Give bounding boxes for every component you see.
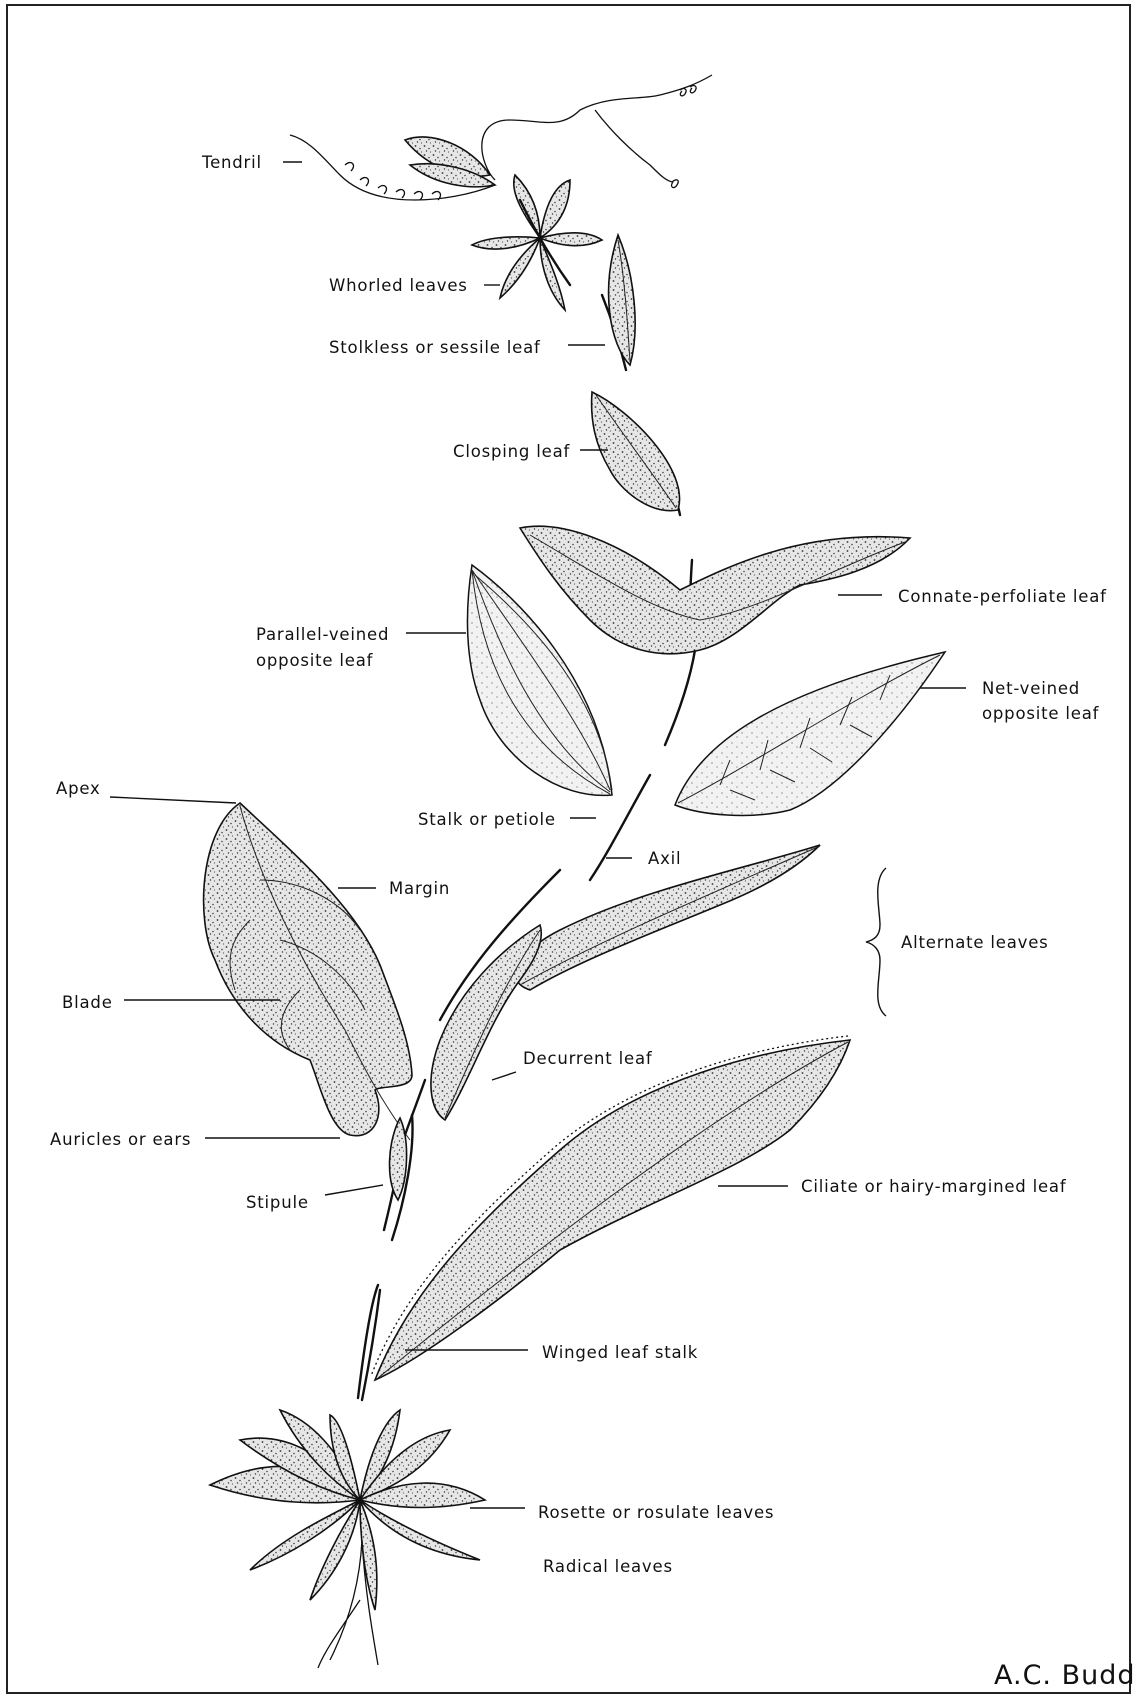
label-winged-stalk: Winged leaf stalk — [542, 1343, 698, 1362]
label-parallel-veined-2: opposite leaf — [256, 651, 374, 670]
label-net-veined-2: opposite leaf — [982, 704, 1100, 723]
clasping-leaf-illustration — [592, 392, 680, 511]
rosette-leaves-illustration — [210, 1410, 485, 1668]
label-clasping-leaf: Closping leaf — [453, 442, 570, 461]
label-auricles: Auricles or ears — [50, 1130, 191, 1149]
label-petiole: Stalk or petiole — [418, 810, 556, 829]
label-sessile-leaf: Stolkless or sessile leaf — [329, 338, 541, 357]
stipule-illustration — [390, 1115, 413, 1240]
label-decurrent-leaf: Decurrent leaf — [523, 1049, 653, 1068]
whorled-leaves-illustration — [472, 175, 602, 310]
blade-leaf-illustration — [204, 803, 412, 1140]
label-blade: Blade — [62, 993, 113, 1012]
label-alternate-leaves: Alternate leaves — [901, 933, 1049, 952]
label-tendril: Tendril — [201, 153, 262, 172]
label-rosette-leaves: Rosette or rosulate leaves — [538, 1503, 774, 1522]
label-radical-leaves: Radical leaves — [543, 1557, 673, 1576]
label-stipule: Stipule — [246, 1193, 309, 1212]
connate-perfoliate-illustration — [520, 526, 910, 653]
label-parallel-veined-1: Parallel-veined — [256, 625, 389, 644]
label-whorled-leaves: Whorled leaves — [329, 276, 468, 295]
label-apex: Apex — [56, 779, 101, 798]
label-connate-perfoliate: Connate-perfoliate leaf — [898, 587, 1107, 606]
sessile-leaf-illustration — [609, 235, 636, 365]
net-veined-leaf-illustration — [675, 652, 945, 815]
label-net-veined-1: Net-veined — [982, 679, 1080, 698]
label-ciliate-leaf: Ciliate or hairy-margined leaf — [801, 1177, 1067, 1196]
label-margin: Margin — [389, 879, 450, 898]
artist-signature: A.C. Budd — [994, 1660, 1136, 1691]
tendril-illustration — [290, 75, 712, 200]
label-axil: Axil — [648, 849, 681, 868]
